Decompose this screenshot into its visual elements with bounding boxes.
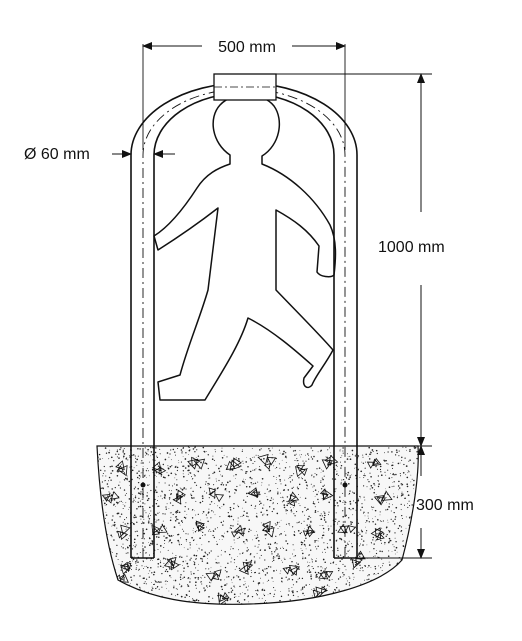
bollard-hoop [130, 73, 358, 559]
diameter-dimension-label: Ø 60 mm [24, 146, 90, 163]
height-dimension: 1000 mm [276, 73, 445, 447]
diameter-dimension: Ø 60 mm [24, 146, 175, 163]
concrete-aggregate-stones [101, 453, 393, 605]
anchor-hole-right [342, 482, 348, 488]
anchor-hole-left [140, 482, 146, 488]
depth-dimension-label: 300 mm [416, 497, 474, 514]
depth-dimension: 300 mm [357, 445, 474, 559]
width-dimension-label: 500 mm [218, 39, 276, 56]
concrete-foundation [96, 445, 419, 605]
pedestrian-silhouette-icon [153, 93, 337, 401]
concrete-outline [96, 445, 419, 605]
width-dimension: 500 mm [142, 39, 346, 150]
height-dimension-label: 1000 mm [378, 239, 445, 256]
